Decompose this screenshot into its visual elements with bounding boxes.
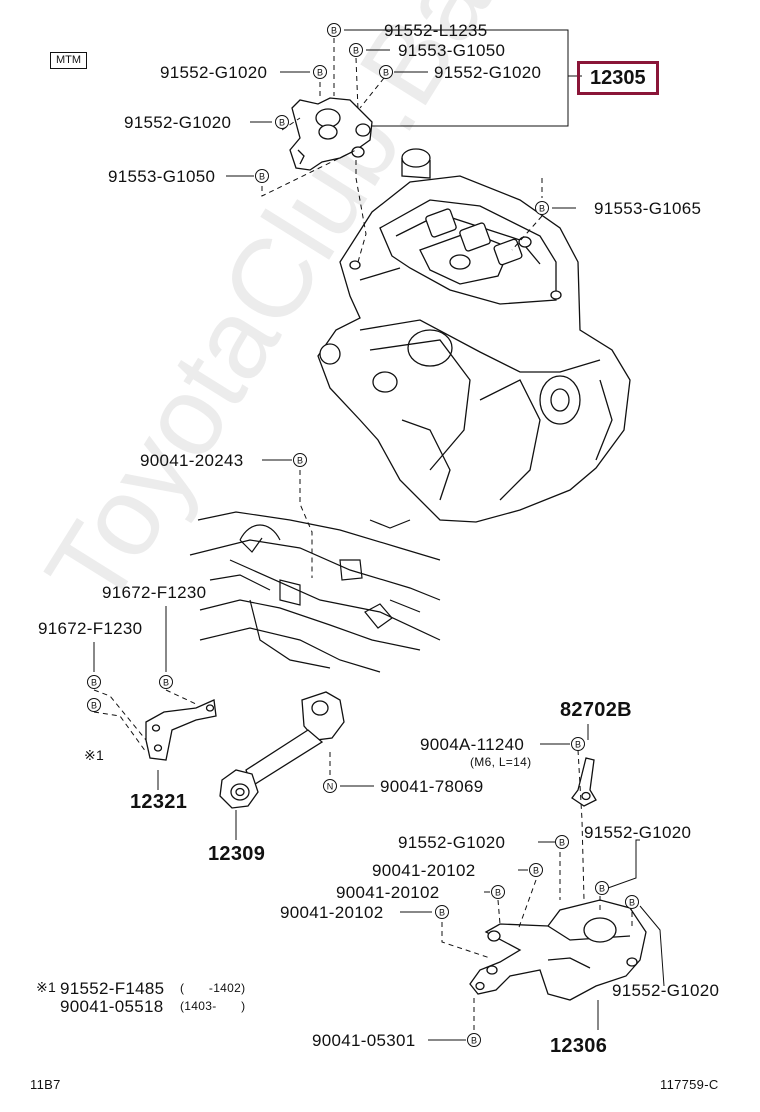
svg-text:B: B (331, 26, 337, 36)
footnote-range: (1403- ) (180, 999, 246, 1013)
part-label[interactable]: 90041-20102 (336, 883, 440, 902)
bracket-12321 (145, 699, 217, 761)
svg-text:B: B (317, 68, 323, 78)
part-label[interactable]: 90041-78069 (380, 777, 484, 796)
engine-mount-12306 (469, 899, 647, 1001)
part-label[interactable]: 82702B (560, 699, 632, 721)
part-label[interactable]: 91552-G1020 (124, 113, 232, 132)
bolt-marker-icon: B (349, 43, 363, 57)
part-label[interactable]: 91672-F1230 (38, 619, 143, 638)
footer-code: 11B7 (30, 1077, 61, 1092)
highlighted-part-label[interactable]: 12305 (577, 61, 659, 95)
footnote-mark: ※1 (36, 979, 57, 995)
bolt-marker-icon: B (159, 675, 173, 689)
part-note: (M6, L=14) (470, 755, 532, 769)
part-label[interactable]: 90041-20102 (372, 861, 476, 880)
footnote-range: ( -1402) (180, 981, 246, 995)
svg-text:B: B (575, 740, 581, 750)
part-label[interactable]: 12321 (130, 791, 188, 813)
bolt-marker-icon: B (379, 65, 393, 79)
svg-text:B: B (533, 866, 539, 876)
footnote-part[interactable]: 90041-05518 (60, 997, 164, 1016)
underbody-frame (189, 511, 441, 673)
svg-text:B: B (297, 456, 303, 466)
bolt-marker-icon: B (87, 675, 101, 689)
svg-text:B: B (279, 118, 285, 128)
bolt-marker-icon: B (293, 453, 307, 467)
bolt-marker-icon: B (255, 169, 269, 183)
part-label[interactable]: 91552-G1020 (398, 833, 506, 852)
dashed-paths (93, 38, 633, 1030)
bolt-marker-icon: B (625, 895, 639, 909)
torque-rod-12309 (219, 691, 345, 809)
part-label[interactable]: 91552-G1020 (612, 981, 720, 1000)
figure-number: 117759-C (660, 1077, 719, 1092)
svg-text:B: B (259, 172, 265, 182)
bolt-marker-icon: B (491, 885, 505, 899)
bolt-marker-icon: B (535, 201, 549, 215)
bolt-marker-icon: B (327, 23, 341, 37)
leader-lines (93, 29, 665, 1041)
bolt-marker-icon: B (435, 905, 449, 919)
svg-text:B: B (439, 908, 445, 918)
note-mark: ※1 (84, 747, 105, 763)
svg-text:B: B (353, 46, 359, 56)
svg-text:B: B (629, 898, 635, 908)
svg-text:B: B (163, 678, 169, 688)
svg-text:B: B (91, 678, 97, 688)
model-tag: MTM (50, 52, 88, 69)
engine-mount-12305 (289, 97, 373, 171)
part-label[interactable]: 9004A-11240 (420, 735, 525, 754)
bolt-marker-icon: B (467, 1033, 481, 1047)
part-label[interactable]: 90041-20243 (140, 451, 244, 470)
engine-block (317, 148, 631, 523)
part-label[interactable]: 91553-G1065 (594, 199, 702, 218)
part-label[interactable]: 91552-L1235 (384, 21, 488, 40)
part-label[interactable]: 91552-G1020 (160, 63, 268, 82)
svg-text:B: B (383, 68, 389, 78)
footnote-part[interactable]: 91552-F1485 (60, 979, 165, 998)
nut-marker-icon: N (323, 779, 337, 793)
bolt-marker-icon: B (87, 698, 101, 712)
bolt-marker-icon: B (571, 737, 585, 751)
bolt-marker-icon: B (275, 115, 289, 129)
svg-text:B: B (599, 884, 605, 894)
svg-text:B: B (91, 701, 97, 711)
part-label[interactable]: 12309 (208, 843, 266, 865)
part-label[interactable]: 91553-G1050 (108, 167, 216, 186)
part-label[interactable]: 91552-G1020 (584, 823, 692, 842)
svg-text:B: B (539, 204, 545, 214)
bolt-marker-icon: B (313, 65, 327, 79)
part-label[interactable]: 12306 (550, 1035, 608, 1057)
part-label[interactable]: 91553-G1050 (398, 41, 506, 60)
svg-text:B: B (559, 838, 565, 848)
clamp-82702B (571, 757, 597, 807)
part-label[interactable]: 90041-20102 (280, 903, 384, 922)
svg-text:N: N (327, 782, 334, 792)
svg-text:B: B (471, 1036, 477, 1046)
part-label[interactable]: 90041-05301 (312, 1031, 416, 1050)
bolt-marker-icon: B (595, 881, 609, 895)
svg-text:B: B (495, 888, 501, 898)
bolt-marker-icon: B (555, 835, 569, 849)
part-label[interactable]: 91672-F1230 (102, 583, 207, 602)
bolt-marker-icon: B (529, 863, 543, 877)
part-label[interactable]: 91552-G1020 (434, 63, 542, 82)
